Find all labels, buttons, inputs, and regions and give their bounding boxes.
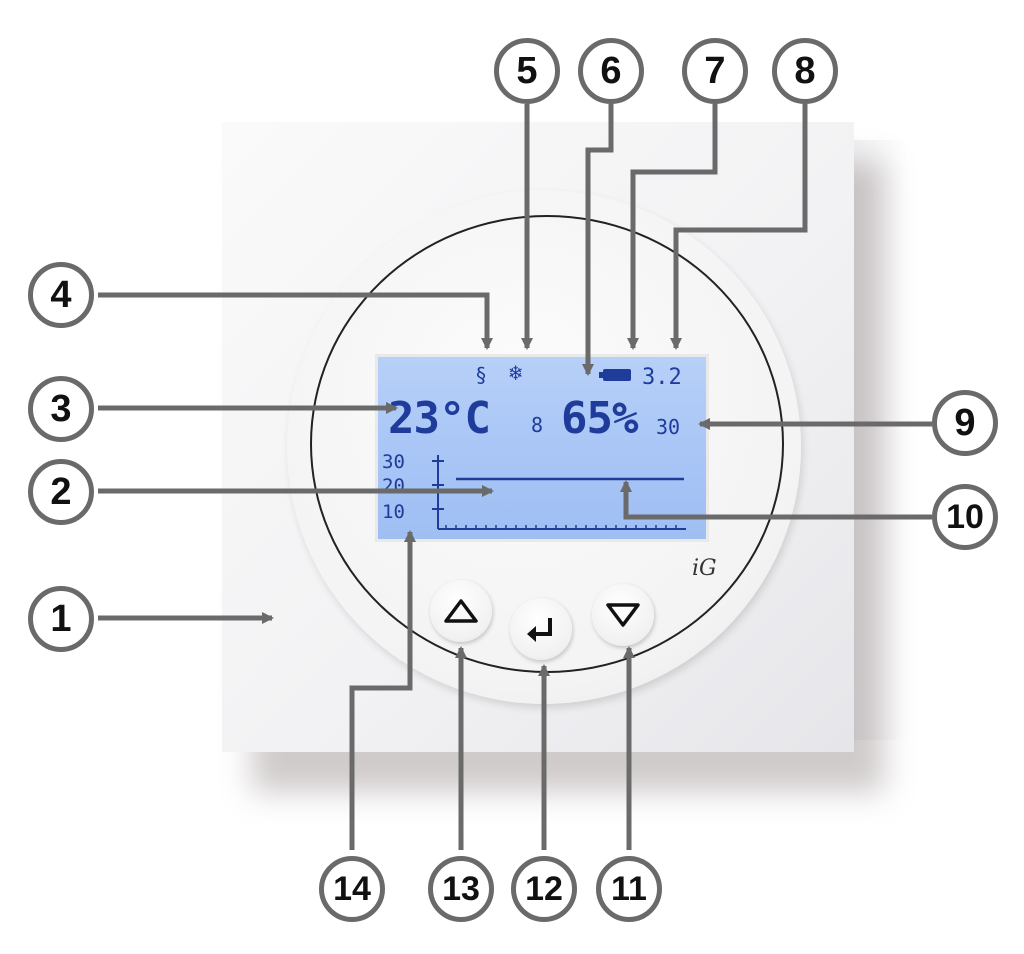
- heating-icon: §: [475, 363, 488, 387]
- down-button[interactable]: [592, 584, 654, 646]
- leader-6: [582, 104, 614, 376]
- callout-14: 14: [319, 856, 385, 922]
- leader-10: [620, 480, 932, 520]
- up-button[interactable]: [430, 580, 492, 642]
- wall-plate-edge: [850, 140, 908, 740]
- triangle-up-icon: [444, 599, 478, 623]
- graph-x-ticks: [445, 525, 677, 529]
- temperature-readout: 23°C: [388, 393, 491, 444]
- return-arrow-icon: [527, 618, 552, 642]
- graph-y-tick: 10: [382, 501, 405, 523]
- callout-12: 12: [511, 856, 577, 922]
- battery-icon: [603, 369, 631, 381]
- leader-14: [349, 530, 416, 850]
- cooling-snowflake-icon: ❄: [509, 361, 523, 386]
- humidity-right-value: 30: [656, 415, 681, 439]
- humidity-readout: 65%: [561, 393, 638, 444]
- battery-tip: [599, 372, 603, 378]
- callout-7: 7: [682, 38, 748, 104]
- lcd-display: § ❄ 3.2 23°C 8 65% 30 30 20 10: [375, 354, 709, 542]
- graph-y-tick: 30: [382, 451, 405, 473]
- callout-11: 11: [596, 856, 662, 922]
- callout-4: 4: [28, 262, 94, 328]
- callout-6: 6: [578, 38, 644, 104]
- leader-8: [670, 104, 808, 350]
- callout-5: 5: [494, 38, 560, 104]
- leader-4: [98, 292, 493, 350]
- enter-button[interactable]: [510, 598, 572, 660]
- leader-7: [627, 104, 718, 350]
- callout-9: 9: [932, 390, 998, 456]
- brand-logo: iG: [692, 556, 717, 581]
- callout-2: 2: [28, 459, 94, 525]
- callout-1: 1: [28, 586, 94, 652]
- version-value: 3.2: [642, 365, 682, 390]
- callout-13: 13: [428, 856, 494, 922]
- triangle-down-icon: [606, 603, 640, 627]
- callout-3: 3: [28, 376, 94, 442]
- callout-8: 8: [772, 38, 838, 104]
- callout-10: 10: [932, 484, 998, 550]
- small-digit: 8: [531, 413, 544, 437]
